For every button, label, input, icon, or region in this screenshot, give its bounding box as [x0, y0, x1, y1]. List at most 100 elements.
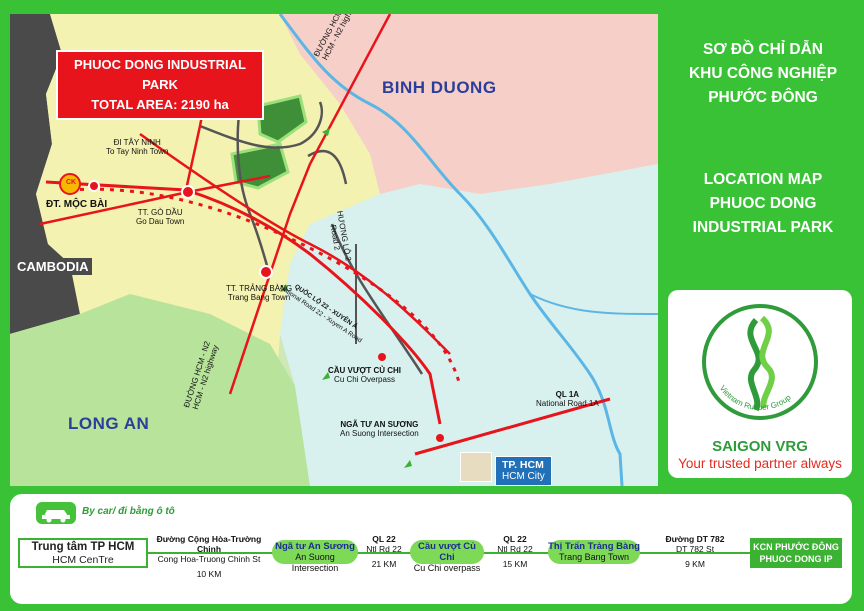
brand-slogan: Your trusted partner always: [678, 456, 842, 471]
segment-2-road: QL 22: [372, 534, 396, 544]
stop-trang-bang-en: Trang Bang Town: [558, 552, 630, 562]
river-branch: [529, 293, 658, 315]
park-name: PHUOC DONG INDUSTRIAL PARK: [74, 57, 246, 92]
arrow-2: [322, 372, 330, 380]
route-start-en: HCM CenTre: [52, 554, 114, 566]
ck-label: CK: [66, 179, 77, 186]
segment-4-dist: 9 KM: [685, 559, 705, 569]
hcm-n2-north-road: [308, 14, 392, 165]
ql22-road: [45, 180, 442, 425]
label-tay-ninh: ĐI TÂY NINH To Tay Ninh Town: [106, 138, 168, 156]
segment-1: Đường Cộng Hòa-Trường Chinh Cong Hoa-Tru…: [146, 534, 272, 579]
region-binh-duong: BINH DUONG: [382, 78, 497, 97]
vrg-logo-panel: Vietnam Rubber Group SAIGON VRG Your tru…: [668, 290, 852, 478]
segment-4-road-en: DT 782 St: [675, 544, 715, 554]
tay-ninh-en: To Tay Ninh Town: [106, 147, 169, 156]
route-end-line2: PHUOC DONG IP: [759, 554, 833, 564]
segment-1-road-en: Cong Hoa-Truong Chinh St: [157, 554, 261, 564]
label-an-suong: NGÃ TƯ AN SƯƠNG An Suong Intersection: [340, 420, 419, 438]
local-road-2: [236, 103, 272, 277]
arrow-1: [280, 284, 288, 292]
segment-4-road: Đường DT 782: [665, 534, 725, 544]
stop-an-suong-vi: Ngã tư An Sương: [275, 541, 355, 552]
dotted-route: [69, 187, 462, 387]
segment-2-dist: 21 KM: [371, 559, 397, 569]
ip-zone-north: [256, 94, 308, 144]
segment-3-dist: 15 KM: [502, 559, 528, 569]
segment-4: Đường DT 782 DT 782 St 9 KM: [640, 534, 750, 569]
go-dau-marker: [181, 185, 195, 199]
segment-3-road: QL 22: [503, 534, 527, 544]
label-moc-bai: ĐT. MỘC BÀI: [46, 199, 108, 210]
stop-an-suong[interactable]: Ngã tư An Sương An Suong Intersection: [272, 540, 358, 573]
saigon-river: [278, 14, 624, 486]
location-map[interactable]: PHUOC DONG INDUSTRIAL PARK TOTAL AREA: 2…: [10, 14, 658, 486]
city-hall-image: [460, 452, 492, 482]
route-panel: By car/ đi bằng ô tô Trung tâm TP HCM HC…: [10, 494, 852, 604]
trang-bang-vi: TT. TRẢNG BÀNG: [226, 284, 293, 293]
ck-badge: [59, 173, 81, 195]
stop-trang-bang-vi: Thị Trấn Trảng Bàng: [548, 541, 640, 552]
label-cu-chi: CẦU VƯỢT CỦ CHI Cu Chi Overpass: [328, 366, 401, 384]
stop-cu-chi-vi: Cầu vượt Củ Chi: [418, 541, 476, 563]
long-an-area: [10, 294, 310, 486]
cu-chi-vi: CẦU VƯỢT CỦ CHI: [328, 366, 402, 375]
huong-lo-2: [330, 223, 424, 375]
region-long-an: LONG AN: [68, 414, 150, 433]
hcm-n2-road: [228, 163, 312, 395]
ip-zone-south: [230, 142, 290, 190]
arrow-3: [404, 460, 412, 468]
local-road-3: [307, 149, 348, 185]
an-suong-vi: NGÃ TƯ AN SƯƠNG: [340, 420, 419, 429]
en-title-line3: INDUSTRIAL PARK: [692, 219, 834, 236]
stop-cu-chi[interactable]: Cầu vượt Củ Chi Cu Chi overpass: [410, 540, 484, 573]
go-dau-en: Go Dau Town: [136, 217, 185, 226]
cambodia-area: [10, 14, 80, 334]
route-end[interactable]: KCN PHƯỚC ĐÔNG PHUOC DONG IP: [750, 538, 842, 568]
region-cambodia: CAMBODIA: [14, 258, 92, 275]
label-ql1a: QL 1A National Road 1A: [536, 390, 599, 408]
segment-1-dist: 10 KM: [196, 569, 222, 579]
arrow-4: [322, 128, 330, 136]
hcm-area: [280, 164, 658, 486]
label-go-dau: TT. GÒ DẦU Go Dau Town: [136, 208, 184, 226]
stop-an-suong-en: An Suong Intersection: [291, 552, 339, 573]
an-suong-en: An Suong Intersection: [340, 429, 419, 438]
hcm-city-box[interactable]: TP. HCM HCM City: [495, 456, 552, 486]
cu-chi-marker: [378, 353, 386, 361]
ql1a-road: [414, 397, 611, 456]
segment-1-road: Đường Cộng Hòa-Trường Chinh: [156, 534, 262, 554]
trang-bang-en: Trang Bang Town: [227, 293, 291, 302]
vrg-logo-icon: Vietnam Rubber Group: [702, 304, 818, 420]
en-title: LOCATION MAP PHUOC DONG INDUSTRIAL PARK: [662, 168, 864, 240]
car-icon[interactable]: [36, 502, 76, 524]
label-trang-bang: TT. TRẢNG BÀNG Trang Bang Town: [226, 284, 292, 302]
stop-trang-bang[interactable]: Thị Trấn Trảng Bàng Trang Bang Town: [548, 540, 640, 564]
vi-title-line2: KHU CÔNG NGHIỆP: [688, 65, 838, 82]
vi-title: SƠ ĐỒ CHỈ DẪN KHU CÔNG NGHIỆP PHƯỚC ĐÔNG: [662, 38, 864, 110]
park-area: TOTAL AREA: 2190 ha: [91, 97, 229, 112]
tay-ninh-vi: ĐI TÂY NINH: [113, 138, 161, 147]
segment-2-road-en: Ntl Rd 22: [366, 544, 402, 554]
ql1a-en: National Road 1A: [536, 399, 599, 408]
stop-cu-chi-en: Cu Chi overpass: [413, 563, 481, 573]
route-start-vi: Trung tâm TP HCM: [31, 541, 135, 553]
moc-bai-marker: [88, 180, 100, 192]
local-road-1: [199, 101, 324, 149]
segment-3: QL 22 Ntl Rd 22 15 KM: [484, 534, 546, 569]
route-start[interactable]: Trung tâm TP HCM HCM CenTre: [18, 538, 148, 568]
map-canvas: [10, 14, 658, 486]
go-dau-vi: TT. GÒ DẦU: [137, 208, 183, 217]
park-title-box: PHUOC DONG INDUSTRIAL PARK TOTAL AREA: 2…: [56, 50, 264, 120]
en-title-line1: LOCATION MAP: [703, 171, 823, 188]
cu-chi-en: Cu Chi Overpass: [334, 375, 395, 384]
hcm-city-en: HCM City: [502, 471, 545, 482]
ql1a-vi: QL 1A: [555, 390, 580, 399]
segment-3-road-en: Ntl Rd 22: [497, 544, 533, 554]
vi-title-line3: PHƯỚC ĐÔNG: [708, 89, 818, 106]
vi-title-line1: SƠ ĐỒ CHỈ DẪN: [702, 41, 823, 58]
segment-2: QL 22 Ntl Rd 22 21 KM: [358, 534, 410, 569]
brand-name: SAIGON VRG: [712, 438, 808, 455]
route-end-line1: KCN PHƯỚC ĐÔNG: [753, 542, 839, 552]
en-title-line2: PHUOC DONG: [709, 195, 817, 212]
